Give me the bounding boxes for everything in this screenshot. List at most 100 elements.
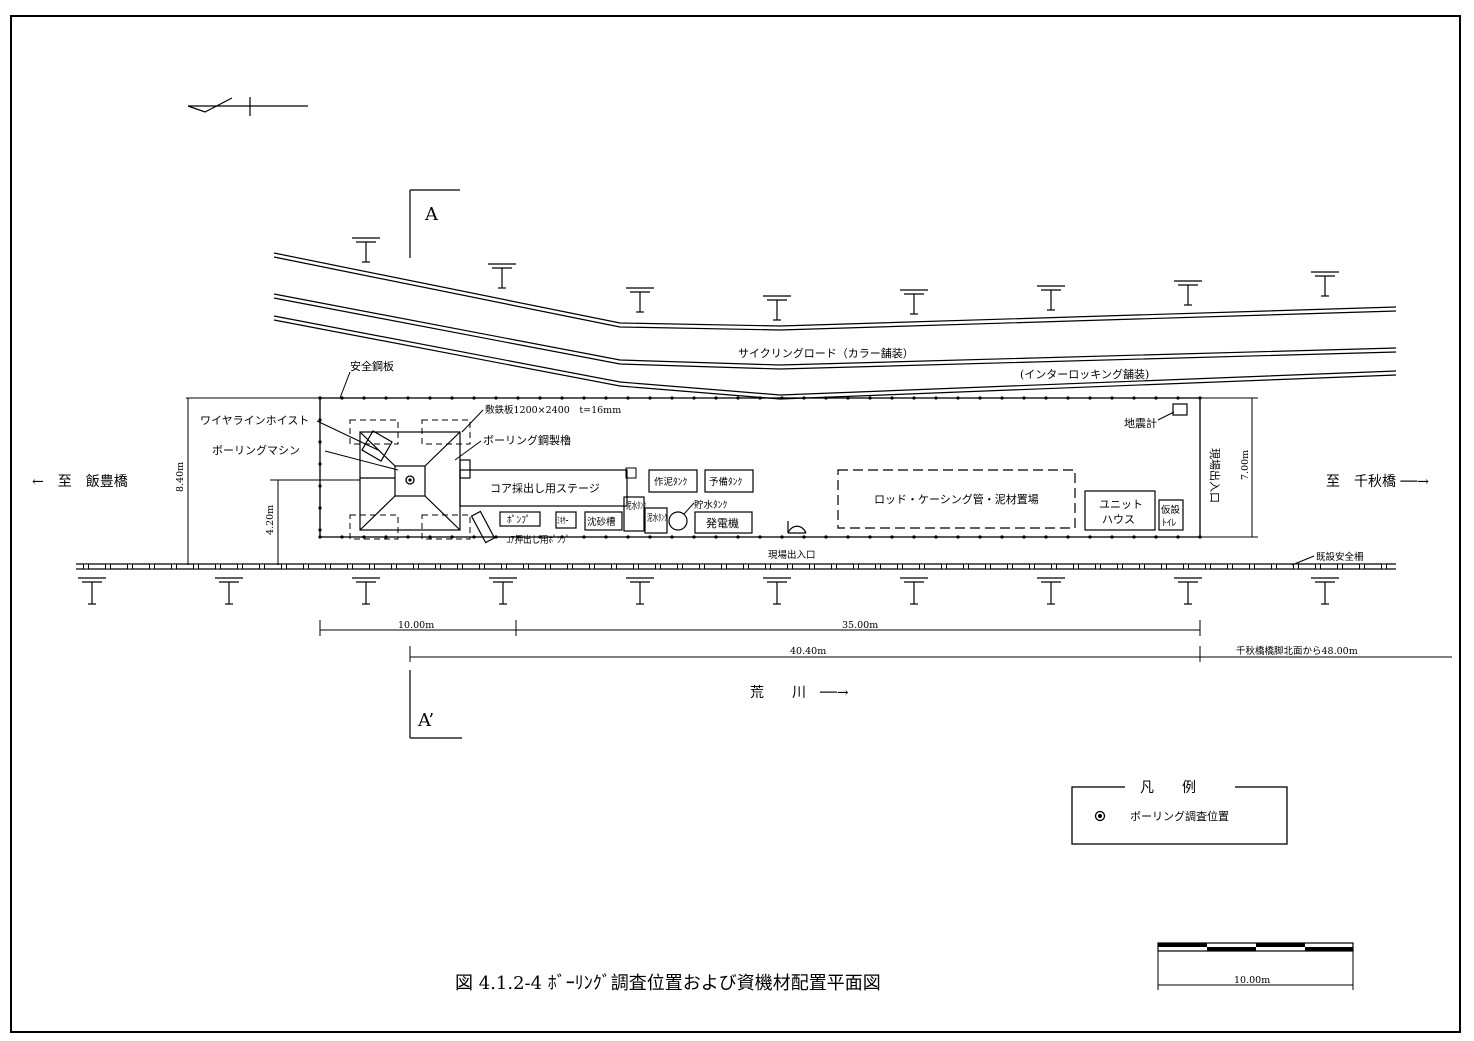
mixer: ﾐｷｻｰ (555, 511, 577, 529)
enclosure-dot (1088, 396, 1092, 400)
enclosure-dot (450, 535, 454, 539)
generator: 発電機 (694, 511, 753, 534)
core-stage-label: コア採出し用ステージ (490, 481, 600, 495)
elevation-symbol (215, 577, 243, 605)
fence-post (545, 563, 551, 570)
fence-post (479, 563, 485, 570)
fence-post (1249, 563, 1255, 570)
fence-post (1293, 563, 1299, 570)
fence-post (1117, 563, 1123, 570)
enclosure-dot (956, 535, 960, 539)
legend-item-label: ボーリング調査位置 (1130, 809, 1229, 823)
temporary-toilet: 仮設 ﾄｲﾚ (1158, 499, 1184, 531)
core-push-pump: ｺｱ押出し用ﾎﾟﾝﾌﾟ (470, 510, 570, 547)
enclosure-dot (868, 396, 872, 400)
enclosure-dot (1044, 396, 1048, 400)
settling-tank: 沈砂槽 (584, 511, 623, 531)
seismometer: 地震計 (1124, 403, 1188, 430)
enclosure-dot (1110, 396, 1114, 400)
fence-post (1205, 563, 1211, 570)
fence-post (1315, 563, 1321, 570)
enclosure-dot (780, 535, 784, 539)
enclosure-dot (472, 396, 476, 400)
generator-label: 発電機 (706, 516, 739, 530)
mud-water-tank-1: 泥水ﾀﾝｸ (623, 496, 646, 532)
fence-post (589, 563, 595, 570)
enclosure-dot (934, 396, 938, 400)
fence-post (435, 563, 441, 570)
dimension-4040-4800: 40.40m 千秋橋橋脚北面から48.00m (409, 645, 1452, 662)
enclosure-dot (736, 535, 740, 539)
mud-water-tank-1-label: 泥水ﾀﾝｸ (626, 499, 646, 511)
elevation-symbols-lower (78, 577, 1339, 605)
fence-post (347, 563, 353, 570)
spare-tank: 予備ﾀﾝｸ (704, 469, 754, 493)
enclosure-dot (1022, 535, 1026, 539)
spare-tank-label: 予備ﾀﾝｸ (709, 476, 743, 488)
section-mark-a: A (409, 189, 460, 258)
enclosure-dot (912, 396, 916, 400)
enclosure-dot (384, 535, 388, 539)
legend-title: 凡 例 (1140, 780, 1196, 796)
enclosure-dot (340, 535, 344, 539)
gate-icon (787, 521, 807, 534)
enclosure-dot (1066, 396, 1070, 400)
pump: ﾎﾟﾝﾌﾟ (499, 511, 541, 527)
fence-post (1183, 563, 1189, 570)
core-push-pump-label: ｺｱ押出し用ﾎﾟﾝﾌﾟ (506, 534, 570, 547)
enclosure-dot (494, 396, 498, 400)
dimension-840-label: 8.40m (175, 462, 186, 492)
core-stage: コア採出し用ステージ (459, 467, 637, 507)
steel-plate-label: 敷鉄板1200×2400 t=16mm (485, 404, 621, 416)
dimension-1000-label: 10.00m (398, 620, 434, 631)
section-mark-a-prime: A’ (409, 670, 462, 739)
unit-house: ユニット ハウス (1084, 490, 1156, 531)
enclosure-dot (802, 396, 806, 400)
enclosure-dot (538, 535, 542, 539)
enclosure-dot (428, 396, 432, 400)
fence-post (831, 563, 837, 570)
enclosure-dot (692, 535, 696, 539)
fence-post (721, 563, 727, 570)
interlocking-label: (インターロッキング舗装) (1020, 367, 1149, 381)
enclosure-dot (1176, 535, 1180, 539)
enclosure-dot (824, 535, 828, 539)
elevation-symbols-upper (352, 237, 1339, 321)
enclosure-dot (670, 535, 674, 539)
drawing-frame (10, 15, 1461, 1033)
fence-post (1095, 563, 1101, 570)
fence-post (193, 563, 199, 570)
site-enclosure (319, 397, 1201, 538)
elevation-symbol (1037, 577, 1065, 605)
enclosure-dot (978, 535, 982, 539)
fence-post (941, 563, 947, 570)
fence-post (633, 563, 639, 570)
enclosure-dot (890, 535, 894, 539)
enclosure-dot (560, 535, 564, 539)
enclosure-dot (318, 462, 322, 466)
fence-post (325, 563, 331, 570)
enclosure-dot (406, 535, 410, 539)
fence-post (215, 563, 221, 570)
fence-posts (83, 563, 1387, 570)
unit-house-label-1: ユニット (1099, 498, 1143, 511)
wire-hoist-label: ワイヤラインホイスト (200, 414, 309, 427)
rod-yard: ロッド・ケーシング管・泥材置場 (837, 469, 1076, 529)
fence-post (127, 563, 133, 570)
fence-post (765, 563, 771, 570)
dimension-700-label: 7.00m (1240, 450, 1251, 480)
fence-post (1139, 563, 1145, 570)
direction-right-label: 至 千秋橋 ──→ (1326, 474, 1429, 490)
enclosure-dot (604, 396, 608, 400)
enclosure-dot (934, 535, 938, 539)
fence-post (369, 563, 375, 570)
enclosure-dots (318, 396, 1202, 539)
enclosure-dot (318, 535, 322, 539)
fence-post (171, 563, 177, 570)
existing-fence-label: 既設安全柵 (1316, 551, 1364, 563)
fence-post (1007, 563, 1013, 570)
mud-water-tank-2-label: 泥水ﾀﾝｸ (647, 511, 667, 523)
enclosure-dot (626, 535, 630, 539)
enclosure-dot (780, 396, 784, 400)
enclosure-dot (1000, 396, 1004, 400)
